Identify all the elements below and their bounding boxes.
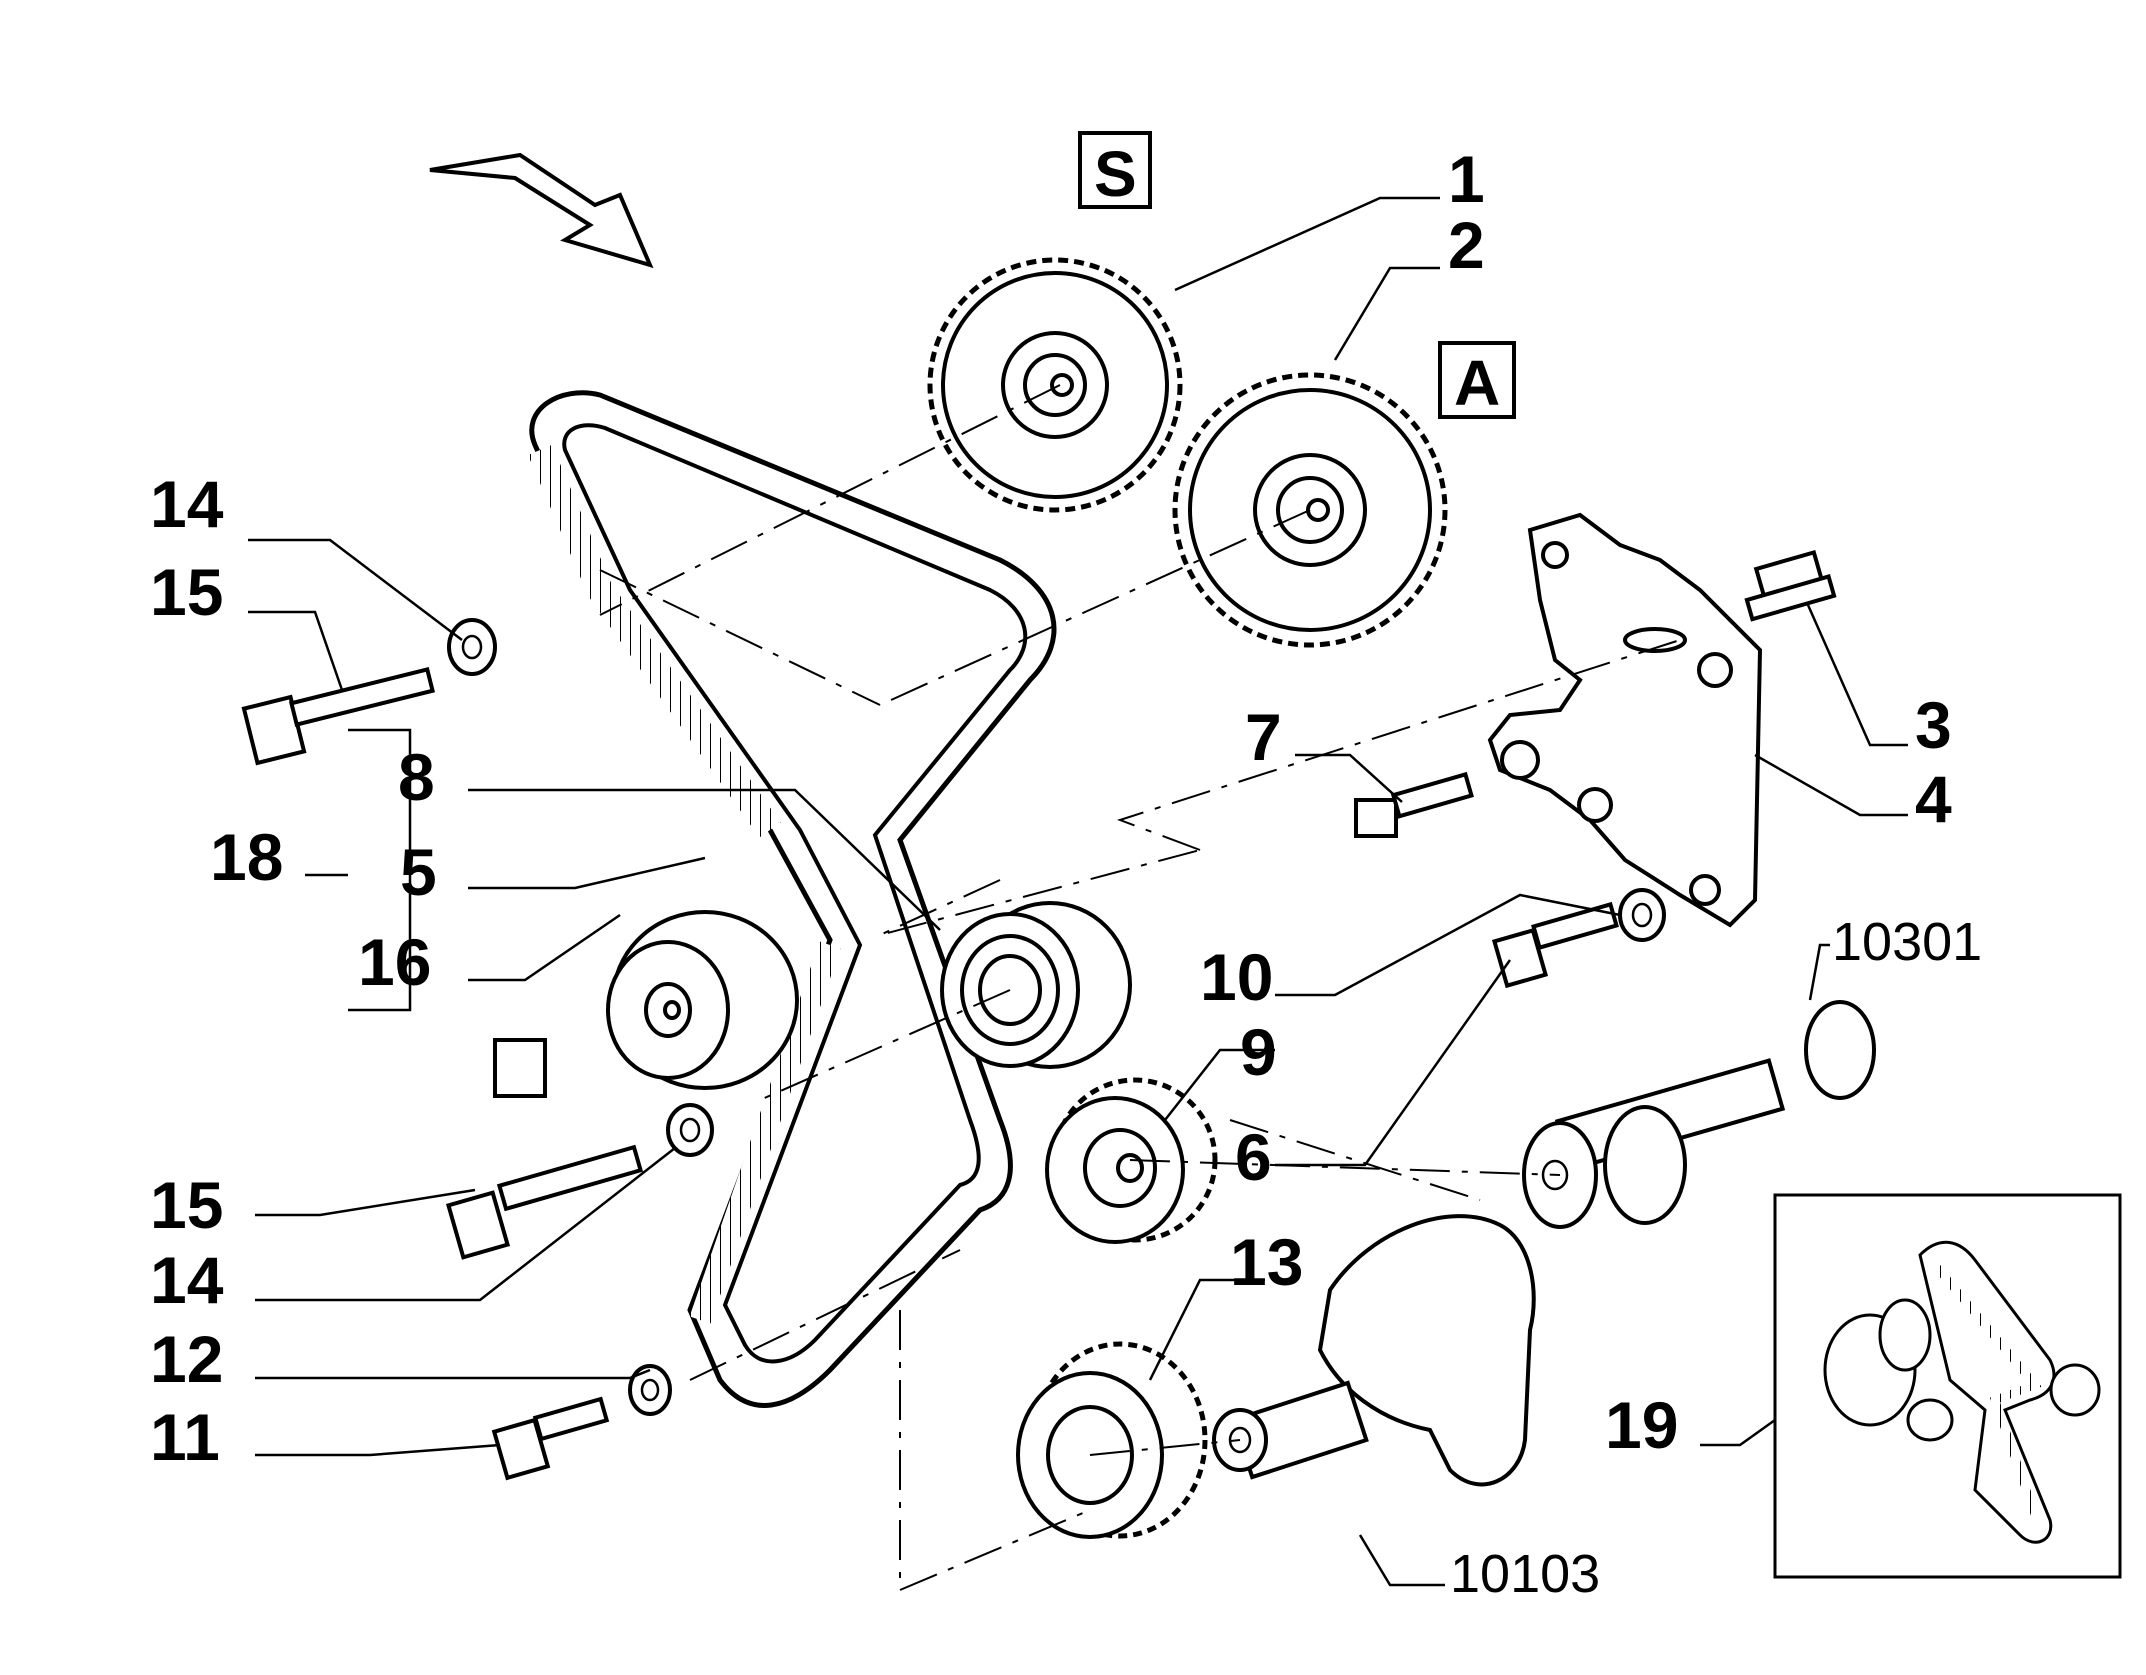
bracket-hole (1500, 740, 1540, 780)
bolt-15-top (241, 666, 436, 766)
callout-7: 7 (1245, 700, 1282, 774)
timing-belt (528, 390, 1057, 1408)
washer-12 (628, 1364, 672, 1416)
callout-10: 10 (1200, 940, 1273, 1014)
callout-12: 12 (150, 1322, 223, 1396)
callout-14-bottom: 14 (150, 1243, 224, 1317)
reference-10301: 10301 (1832, 912, 1982, 972)
callout-15-top: 15 (150, 555, 223, 629)
callout-16: 16 (358, 925, 431, 999)
bracket-hole (1577, 787, 1613, 823)
callout-18: 18 (210, 820, 283, 894)
washer-14-top (447, 618, 497, 676)
box-a-frame (1438, 341, 1516, 419)
box-s-frame (1078, 131, 1152, 209)
tensioner-pulley (606, 910, 799, 1090)
idler-pulley (940, 901, 1132, 1069)
washer-14-bottom (666, 1103, 714, 1157)
callout-8: 8 (398, 740, 435, 814)
camshaft (1522, 1000, 1876, 1229)
box-a-label: A (1454, 347, 1500, 419)
bracket-slot (1623, 627, 1687, 653)
callout-14-top: 14 (150, 467, 224, 541)
washer-10 (1618, 888, 1666, 942)
bolt-7 (1354, 771, 1474, 838)
callout-9: 9 (1240, 1015, 1277, 1089)
kit-inset (1773, 1193, 2122, 1579)
camshaft-pulley-intake (927, 257, 1183, 513)
callout-13: 13 (1230, 1225, 1303, 1299)
bolt-10 (1491, 901, 1619, 989)
callout-15-bottom: 15 (150, 1168, 223, 1242)
callout-1: 1 (1448, 142, 1485, 216)
bracket-hole (1689, 874, 1721, 906)
callout-4: 4 (1915, 762, 1952, 836)
bracket-hole (1697, 652, 1733, 688)
box-s-label: S (1094, 138, 1137, 210)
crankshaft-pulley (1016, 1341, 1208, 1539)
callout-6: 6 (1235, 1120, 1272, 1194)
callout-3: 3 (1915, 688, 1952, 762)
bolt-15-bottom (445, 1144, 644, 1260)
bolt-3 (1744, 549, 1837, 622)
bolt-11 (491, 1396, 610, 1481)
direction-arrow-icon (429, 152, 654, 269)
callout-19: 19 (1605, 1388, 1678, 1462)
reference-10103: 10103 (1450, 1544, 1600, 1604)
tensioner-nut (493, 1038, 547, 1098)
callout-11: 11 (150, 1400, 220, 1474)
callout-2: 2 (1448, 208, 1485, 282)
callout-5: 5 (400, 835, 437, 909)
tensioner-bracket (1487, 512, 1763, 928)
bracket-hole (1541, 541, 1569, 569)
